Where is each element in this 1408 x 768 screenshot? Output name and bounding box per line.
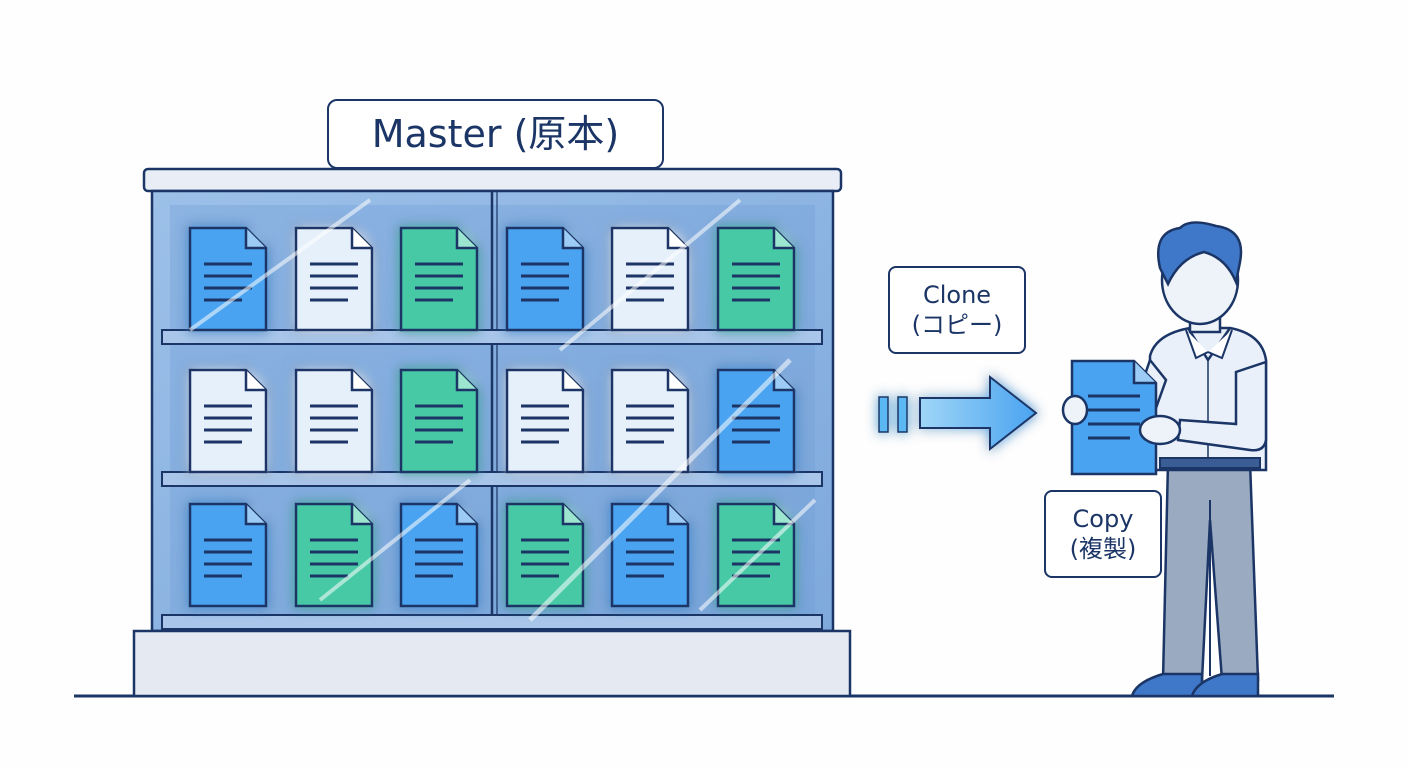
glass-reflections [188, 198, 817, 622]
cabinet-documents [188, 226, 796, 608]
person-right-hand [1138, 414, 1182, 446]
cabinet-document [294, 502, 374, 608]
cabinet-document [188, 226, 268, 332]
cabinet-base [132, 629, 852, 698]
master-cabinet [132, 167, 852, 698]
cabinet-document [505, 502, 585, 608]
cabinet-document [716, 226, 796, 332]
person-right-shoe [1190, 672, 1260, 698]
cabinet-document [610, 502, 690, 608]
clone-arrow [878, 374, 1038, 452]
cabinet-document [188, 502, 268, 608]
cabinet-document [399, 368, 479, 474]
shelf [161, 471, 823, 487]
person-right-arm [1176, 360, 1268, 452]
cabinet-document [399, 502, 479, 608]
shelf [161, 614, 823, 630]
person-left-shoe [1130, 672, 1204, 698]
cabinet-document [188, 368, 268, 474]
cabinet-document [399, 226, 479, 332]
master-label: Master (原本) [327, 99, 664, 169]
copy-label: Copy (複製) [1044, 490, 1162, 578]
person-left-hand [1061, 394, 1089, 426]
shelf [161, 329, 823, 345]
person-belt [1159, 457, 1261, 469]
master-label-text: Master (原本) [371, 112, 620, 156]
copy-label-line2: (複製) [1069, 535, 1137, 563]
person-hair [1157, 221, 1243, 287]
clone-label-line2: (コピー) [911, 311, 1003, 339]
copy-label-line1: Copy [1072, 505, 1134, 533]
cabinet-document [505, 226, 585, 332]
cabinet-document [610, 368, 690, 474]
cabinet-top [142, 167, 843, 193]
cabinet-document [294, 368, 374, 474]
clone-label: Clone (コピー) [888, 266, 1026, 354]
cabinet-shelves [161, 329, 823, 630]
cabinet-document [505, 368, 585, 474]
clone-label-line1: Clone [922, 281, 992, 309]
cabinet-document [610, 226, 690, 332]
cabinet-document [294, 226, 374, 332]
